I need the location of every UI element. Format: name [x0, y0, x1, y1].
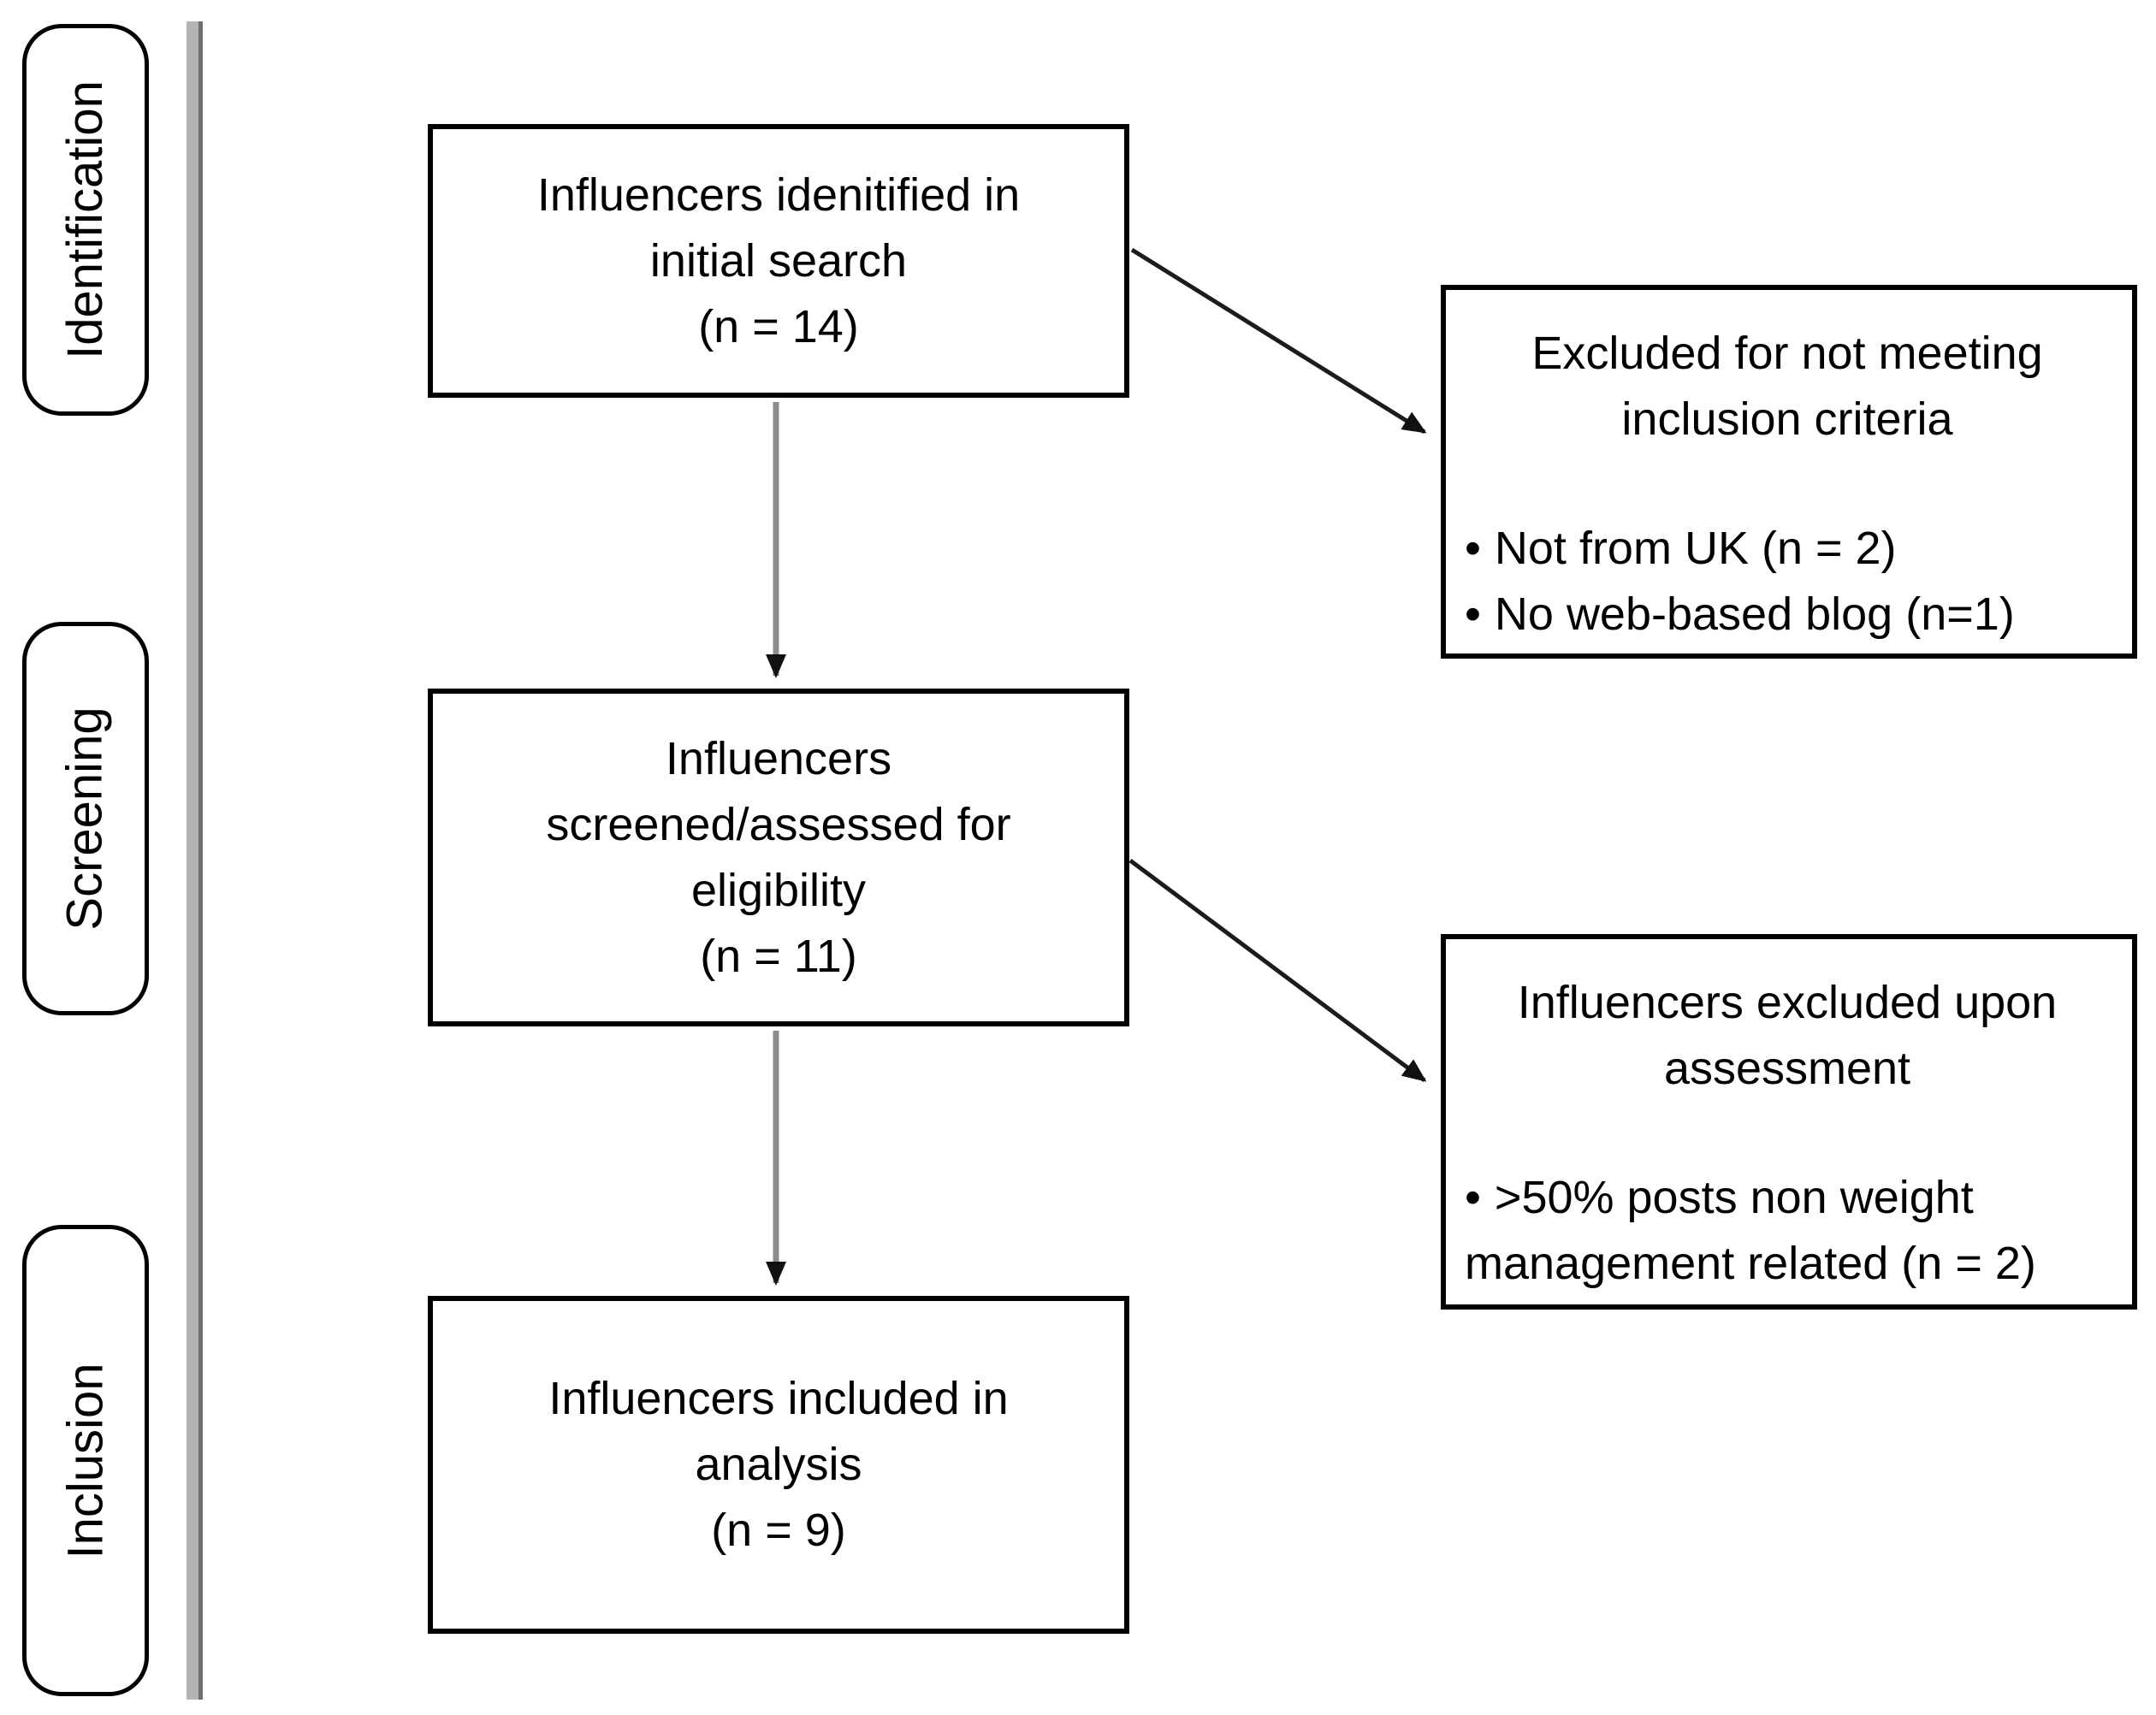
bullet-icon: •: [1465, 588, 1481, 640]
stage-label-identification: Identification: [22, 24, 149, 416]
bullet-text-continuation: management related (n = 2): [1465, 1238, 2036, 1289]
bullet-item: • Not from UK (n = 2): [1465, 516, 2117, 582]
stage-label-screening-text: Screening: [57, 707, 114, 931]
stage-label-screening: Screening: [22, 622, 149, 1015]
bullet-item: • >50% posts non weight: [1465, 1165, 2117, 1231]
flow-box-screened: Influencers screened/assessed for eligib…: [428, 689, 1129, 1026]
bullet-item: •No web-based blog (n=1): [1465, 582, 2117, 648]
bullet-icon: •: [1465, 1172, 1481, 1223]
flow-box-screened-line: screened/assessed for: [546, 798, 1011, 850]
separator-dark-line: [198, 21, 203, 1700]
flow-box-included-line: Influencers included in: [548, 1373, 1009, 1424]
exclusion-title-line: inclusion criteria: [1621, 393, 1953, 445]
exclusion-title-line: Excluded for not meeting: [1531, 328, 2043, 379]
bullet-icon: •: [1465, 523, 1481, 574]
exclusion-title-line: assessment: [1663, 1043, 1911, 1094]
exclusion-box-inclusion-criteria: Excluded for not meeting inclusion crite…: [1441, 285, 2137, 659]
exclusion-title-line: Influencers excluded upon: [1517, 977, 2058, 1028]
exclusion-bullet-list: • >50% posts non weight management relate…: [1458, 1165, 2117, 1297]
flow-box-screened-line: Influencers: [665, 732, 892, 784]
flow-box-included-line: analysis: [695, 1439, 862, 1490]
flow-box-included-count: (n = 9): [711, 1505, 846, 1556]
stage-label-inclusion-text: Inclusion: [57, 1363, 114, 1558]
exclusion-box-title: Influencers excluded upon assessment: [1458, 970, 2117, 1102]
flow-box-screened-count: (n = 11): [700, 930, 857, 982]
bullet-text: Not from UK (n = 2): [1494, 523, 1897, 574]
arrow-identified-to-excluded: [1130, 247, 1427, 435]
flow-box-identified-line: initial search: [649, 234, 908, 287]
bullet-text: >50% posts non weight: [1494, 1172, 1974, 1223]
separator-light-band: [187, 21, 198, 1700]
arrow-screened-to-excluded: [1128, 858, 1427, 1083]
stage-label-inclusion: Inclusion: [22, 1225, 149, 1696]
stage-label-identification-text: Identification: [57, 80, 113, 359]
flow-box-identified-line: Influencers idenitified in: [536, 169, 1021, 221]
flow-box-screened-line: eligibility: [690, 864, 867, 916]
flow-box-identified-count: (n = 14): [698, 300, 859, 352]
bullet-text: No web-based blog (n=1): [1494, 588, 2015, 640]
flow-box-identified: Influencers idenitified in initial searc…: [428, 124, 1129, 398]
exclusion-box-upon-assessment: Influencers excluded upon assessment • >5…: [1441, 934, 2137, 1310]
exclusion-bullet-list: •Not from UK (n = 2) •No web-based blog …: [1458, 516, 2117, 648]
exclusion-box-title: Excluded for not meeting inclusion crite…: [1458, 321, 2117, 452]
flow-box-included: Influencers included in analysis (n = 9): [428, 1296, 1129, 1634]
